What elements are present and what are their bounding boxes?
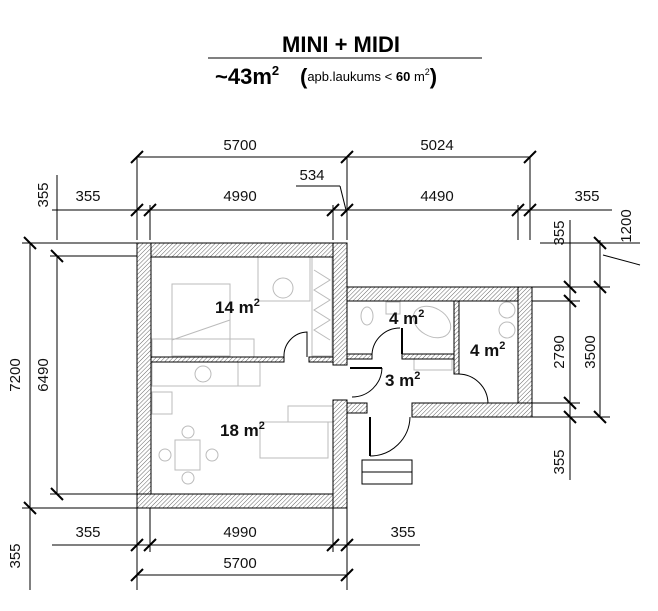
furniture: [151, 255, 516, 485]
dim-left-overall: 7200: [7, 358, 24, 391]
walls: [136, 242, 533, 509]
dim-bottom-inner: 4990: [223, 524, 256, 541]
dim-top-inner-right: 4490: [420, 188, 453, 205]
dim-bottom-left-margin: 355: [75, 524, 100, 541]
dim-right-overall: 3500: [582, 335, 599, 368]
dim-bottom-overall: 5700: [223, 555, 256, 572]
dim-right-inner: 2790: [551, 335, 568, 368]
total-area: ~43m2: [215, 63, 279, 89]
dimension-lines: [22, 150, 641, 590]
dim-right-top-margin: 355: [551, 220, 568, 245]
dim-left-inner: 6490: [35, 358, 52, 391]
dim-left-bottom-margin: 355: [7, 543, 24, 568]
room-area-living: 18 m2: [220, 420, 265, 440]
dim-top-left-margin: 355: [75, 188, 100, 205]
dim-right-bottom: 355: [551, 449, 568, 474]
room-area-hall: 3 m2: [385, 370, 420, 390]
dim-top-inner-left: 4990: [223, 188, 256, 205]
room-area-bathroom: 4 m2: [389, 308, 424, 328]
dim-bottom-right-margin: 355: [390, 524, 415, 541]
dim-left-top-margin: 355: [35, 182, 52, 207]
area-note: (apb.laukums < 60 m2): [300, 64, 437, 89]
room-area-utility: 4 m2: [470, 340, 505, 360]
dim-top-overall-right: 5024: [420, 137, 453, 154]
plan-title: MINI + MIDI: [282, 32, 400, 57]
dim-right-offset: 1200: [618, 209, 635, 242]
dim-top-overall-left: 5700: [223, 137, 256, 154]
dim-top-gap: 534: [299, 167, 324, 184]
doors: [283, 327, 489, 485]
dim-top-right-margin: 355: [574, 188, 599, 205]
room-area-bedroom: 14 m2: [215, 297, 260, 317]
